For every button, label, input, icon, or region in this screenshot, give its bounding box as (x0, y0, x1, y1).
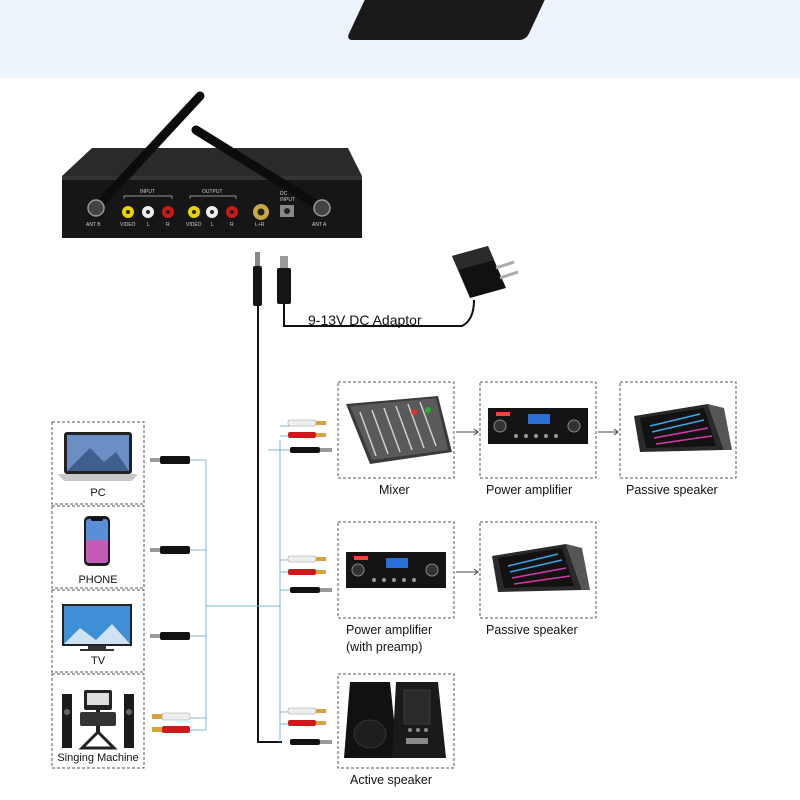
power-amplifier-preamp-label-1: Power amplifier (346, 623, 433, 637)
ant-b-label: ANT B (86, 222, 101, 228)
mixer-label: Mixer (379, 483, 410, 497)
rca-cables-row1 (287, 419, 332, 453)
r-in-label: R (166, 222, 170, 228)
source-label-phone: PHONE (78, 574, 118, 586)
power-amplifier-preamp-label-2: (with preamp) (346, 640, 423, 654)
phone-icon (84, 516, 110, 566)
lr-label: L+R (255, 222, 265, 228)
ant-a-label: ANT A (312, 222, 327, 228)
active-speaker-icon (344, 682, 446, 758)
audio-plug-6-35 (253, 252, 262, 306)
row1-arrows (456, 428, 619, 436)
tv-icon (62, 604, 132, 651)
laptop-icon (58, 432, 138, 481)
source-label-pc: PC (90, 487, 106, 499)
source-plugs (150, 456, 191, 733)
dc-cable (283, 299, 475, 327)
dc-input-label: DC INPUT (280, 191, 295, 203)
passive-speaker-label-2: Passive speaker (486, 623, 578, 637)
main-audio-cable (257, 306, 282, 743)
rca-cables-row3 (287, 707, 332, 745)
active-speaker-label: Active speaker (350, 773, 432, 787)
input-label: INPUT (140, 189, 155, 195)
wireless-receiver (62, 91, 362, 238)
passive-speaker-icon (492, 544, 590, 592)
source-label-singing-machine: Singing Machine (57, 752, 139, 764)
top-banner-area (0, 0, 800, 78)
dc-plug (277, 256, 291, 304)
mixer-icon (346, 396, 452, 464)
power-amplifier-icon (488, 408, 588, 444)
l-in-label: L (147, 222, 150, 228)
l-out-label: L (211, 222, 214, 228)
video-out-label: VIDEO (186, 222, 202, 228)
antenna-a (191, 125, 327, 213)
r-out-label: R (230, 222, 234, 228)
row2-arrow (456, 568, 479, 576)
antenna-b (91, 91, 205, 213)
row1-boxes (337, 381, 737, 769)
power-amplifier-label: Power amplifier (486, 483, 573, 497)
video-in-label: VIDEO (120, 222, 136, 228)
dc-adaptor-label: 9-13V DC Adaptor (308, 312, 422, 328)
distribution-lines (190, 425, 290, 742)
passive-speaker-icon (634, 404, 732, 452)
karaoke-machine-icon (62, 690, 134, 750)
source-label-tv: TV (90, 655, 106, 667)
passive-speaker-label-1: Passive speaker (626, 483, 718, 497)
output-label: OUTPUT (202, 189, 223, 195)
dc-adaptor-icon (452, 246, 519, 298)
power-amplifier-preamp-icon (346, 552, 446, 588)
source-boxes (51, 421, 145, 769)
rca-cables-row2 (287, 555, 332, 593)
